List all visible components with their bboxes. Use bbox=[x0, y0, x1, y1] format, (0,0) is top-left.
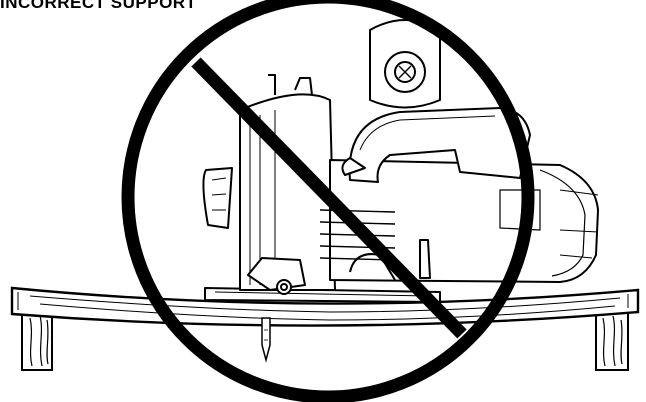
right-support-block bbox=[595, 311, 629, 371]
left-support-block bbox=[21, 311, 53, 371]
page-heading: INCORRECT SUPPORT bbox=[0, 0, 197, 12]
circular-saw bbox=[202, 19, 599, 303]
prohibition-sign bbox=[121, 0, 535, 402]
saw-blade-below-board bbox=[261, 317, 271, 363]
